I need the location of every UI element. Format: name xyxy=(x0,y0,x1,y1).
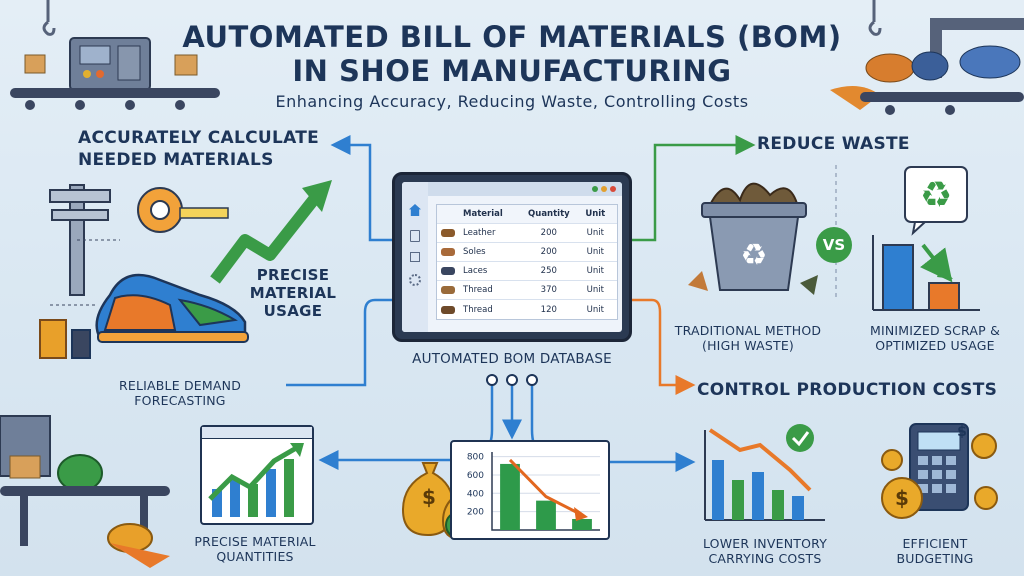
y-tick-label: 200 xyxy=(467,508,484,518)
sneaker-icon xyxy=(95,273,249,343)
rising-line-chart-icon xyxy=(208,443,304,517)
column-header-unit: Unit xyxy=(585,209,606,219)
quantity-cell: 250 xyxy=(540,266,557,276)
quantity-cell: 200 xyxy=(540,247,557,257)
tape-measure-icon xyxy=(137,187,229,233)
material-swatch-icon xyxy=(441,286,455,294)
calculator-coins-icon xyxy=(881,423,998,519)
bar-3 xyxy=(572,518,592,530)
column-header-quantity: Quantity xyxy=(528,209,570,219)
unit-cell: Unit xyxy=(586,228,604,238)
material-cell: Leather xyxy=(437,228,524,238)
thread-spool-icon xyxy=(39,319,91,359)
factory-machine-icon xyxy=(10,0,220,110)
chart-axes xyxy=(491,452,600,531)
y-tick-label: 800 xyxy=(467,453,484,463)
table-row[interactable]: Laces 250 Unit xyxy=(437,262,617,281)
table-row[interactable]: Thread 370 Unit xyxy=(437,281,617,300)
window-titlebar xyxy=(202,427,312,439)
demand-forecasting-label: RELIABLE DEMAND FORECASTING xyxy=(118,378,242,408)
material-name: Leather xyxy=(463,228,496,238)
material-cell: Laces xyxy=(437,266,524,276)
material-swatch-icon xyxy=(441,267,455,275)
home-icon[interactable] xyxy=(409,204,421,216)
material-name: Soles xyxy=(463,247,486,257)
window-dot-green xyxy=(592,186,598,192)
quantity-cell: 120 xyxy=(540,304,557,315)
money-bag-dollar-label: $ xyxy=(422,485,436,509)
svg-text:♻: ♻ xyxy=(741,238,768,273)
precise-usage-label: PRECISE MATERIAL USAGE xyxy=(249,266,337,320)
trend-arrowhead xyxy=(574,506,588,521)
screen-sidebar xyxy=(402,182,428,332)
minimized-scrap-label: MINIMIZED SCRAP & OPTIMIZED USAGE xyxy=(869,323,1001,353)
material-cell: Thread xyxy=(437,285,524,295)
column-header-material: Material xyxy=(463,209,503,219)
calculator-dollar-label: $ xyxy=(957,424,967,440)
shoe-measurement-illustration xyxy=(39,180,332,359)
unit-cell: Unit xyxy=(586,285,604,295)
material-swatch-icon xyxy=(441,305,455,314)
unit-cell: Unit xyxy=(586,247,604,257)
page-title: AUTOMATED BILL OF MATERIALS (BOM) xyxy=(182,20,842,54)
traditional-method-label: TRADITIONAL METHOD (HIGH WASTE) xyxy=(674,323,822,353)
inventory-costs-label: LOWER INVENTORY CARRYING COSTS xyxy=(702,536,828,566)
database-label: AUTOMATED BOM DATABASE xyxy=(412,351,612,367)
material-swatch-icon xyxy=(441,248,455,256)
trash-bin-icon: ♻ xyxy=(688,182,818,295)
quantity-cell: 370 xyxy=(540,285,557,295)
table-row[interactable]: Thread 120 Unit xyxy=(437,300,617,319)
material-cell: Soles xyxy=(437,247,524,257)
material-name: Thread xyxy=(463,304,493,315)
document-icon[interactable] xyxy=(410,230,420,242)
conveyor-rolls-icon xyxy=(0,415,170,568)
cost-reduction-chart-svg: 800 600 400 200 xyxy=(467,452,600,531)
calculate-heading-line1: ACCURATELY CALCULATE xyxy=(78,128,320,148)
coin-dollar-label: $ xyxy=(895,486,909,510)
page-title-line2: IN SHOE MANUFACTURING xyxy=(292,54,732,88)
table-row[interactable]: Leather 200 Unit xyxy=(437,224,617,243)
svg-text:♻: ♻ xyxy=(920,175,952,216)
cost-reduction-chart: 800 600 400 200 xyxy=(450,440,610,540)
quantity-cell: 200 xyxy=(540,228,557,238)
y-tick-label: 600 xyxy=(467,471,484,481)
trend-line xyxy=(508,458,583,517)
material-name: Thread xyxy=(463,285,493,295)
bar-2 xyxy=(536,500,556,530)
material-swatch-icon xyxy=(441,229,455,237)
quantities-chart-window xyxy=(200,425,314,525)
material-cell: Thread xyxy=(437,305,524,315)
table-row[interactable]: Soles 200 Unit xyxy=(437,243,617,262)
window-dot-yellow xyxy=(601,186,607,192)
unit-cell: Unit xyxy=(586,304,604,315)
waste-heading: REDUCE WASTE xyxy=(757,134,910,154)
calculate-heading-line2: NEEDED MATERIALS xyxy=(78,150,274,170)
gear-icon[interactable] xyxy=(409,274,421,286)
material-quantities-label: PRECISE MATERIAL QUANTITIES xyxy=(194,534,316,564)
vs-badge: VS xyxy=(816,227,852,263)
unit-cell: Unit xyxy=(586,266,604,276)
table-header-row: Material Quantity Unit xyxy=(437,205,617,224)
costs-heading: CONTROL PRODUCTION COSTS xyxy=(697,380,998,400)
declining-costs-chart-icon xyxy=(704,424,825,521)
material-name: Laces xyxy=(463,266,488,276)
fabric-rolls-icon xyxy=(830,0,1024,115)
growth-arrow-icon xyxy=(210,180,332,284)
y-tick-label: 400 xyxy=(467,489,484,499)
page-subtitle: Enhancing Accuracy, Reducing Waste, Cont… xyxy=(275,92,749,111)
bar-1 xyxy=(500,463,520,530)
screen-titlebar xyxy=(402,182,622,196)
efficient-budgeting-label: EFFICIENT BUDGETING xyxy=(896,536,974,566)
window-dot-red xyxy=(610,186,616,192)
list-icon[interactable] xyxy=(410,252,420,262)
recycle-bar-chart-icon: ♻ xyxy=(872,166,980,311)
